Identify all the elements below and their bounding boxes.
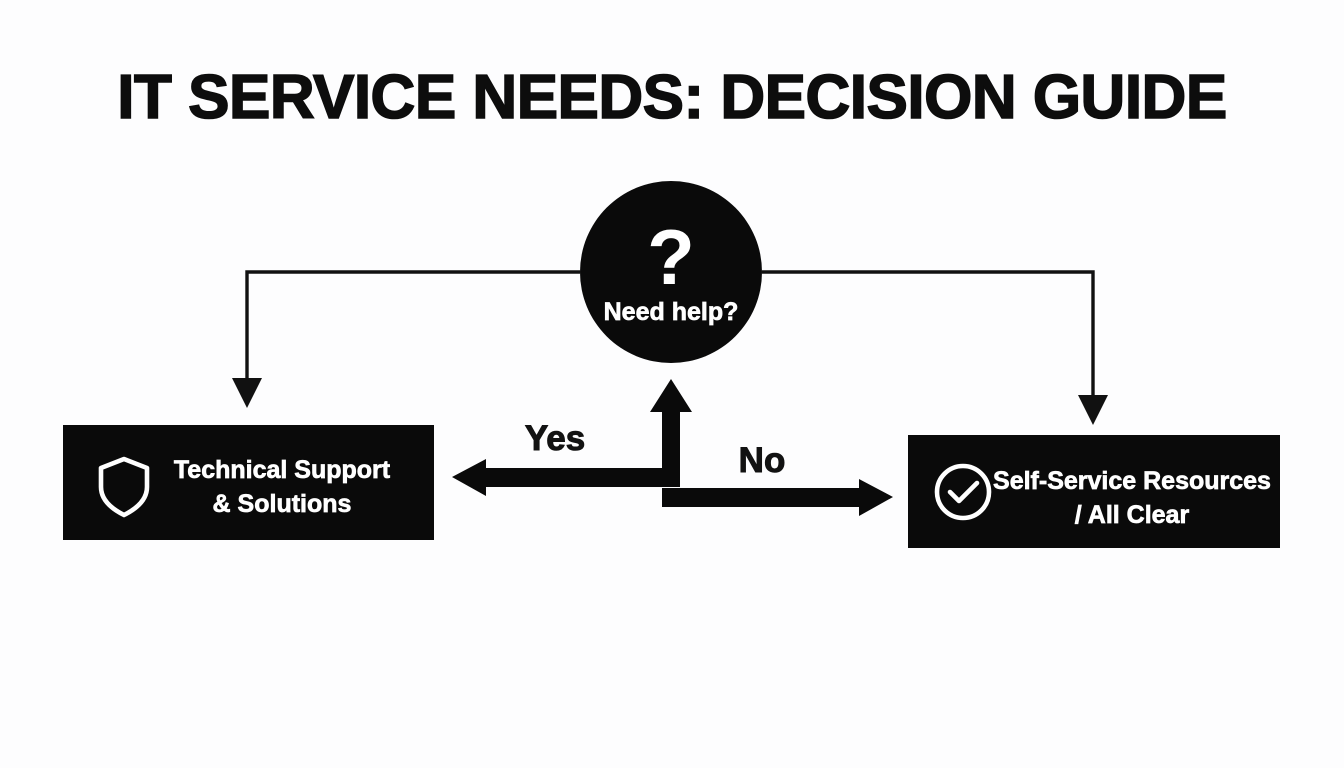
outcome-left-box — [63, 425, 434, 540]
arrow-up-to-decision — [650, 379, 692, 470]
outcome-left-line1: Technical Support — [174, 456, 391, 484]
outcome-right-line2: / All Clear — [1075, 501, 1190, 529]
shield-icon — [98, 456, 150, 518]
decision-node-label: Need help? — [604, 298, 739, 326]
outcome-left-line2: & Solutions — [213, 490, 352, 518]
connector-left-path — [245, 270, 580, 386]
connector-right — [762, 270, 1108, 425]
question-mark-icon: ? — [647, 213, 695, 301]
decision-node[interactable]: ? Need help? — [580, 181, 762, 363]
check-circle-icon — [934, 463, 992, 521]
outcome-node-technical-support[interactable]: Technical Support & Solutions — [63, 425, 434, 540]
outcome-right-line1: Self-Service Resources — [993, 467, 1271, 495]
page-title: IT SERVICE NEEDS: DECISION GUIDE — [117, 63, 1226, 132]
connector-right-arrowhead — [1078, 395, 1108, 425]
branch-label-no: No — [739, 441, 786, 480]
connector-right-path — [762, 270, 1095, 403]
connector-left — [232, 270, 580, 408]
arrow-no-right — [662, 479, 893, 516]
decision-node-shape — [580, 181, 762, 363]
arrow-yes-left — [452, 459, 680, 496]
branch-label-yes: Yes — [525, 419, 585, 458]
branch-arrow-group — [452, 379, 893, 516]
outcome-node-self-service[interactable]: Self-Service Resources / All Clear — [908, 435, 1280, 548]
connector-left-arrowhead — [232, 378, 262, 408]
